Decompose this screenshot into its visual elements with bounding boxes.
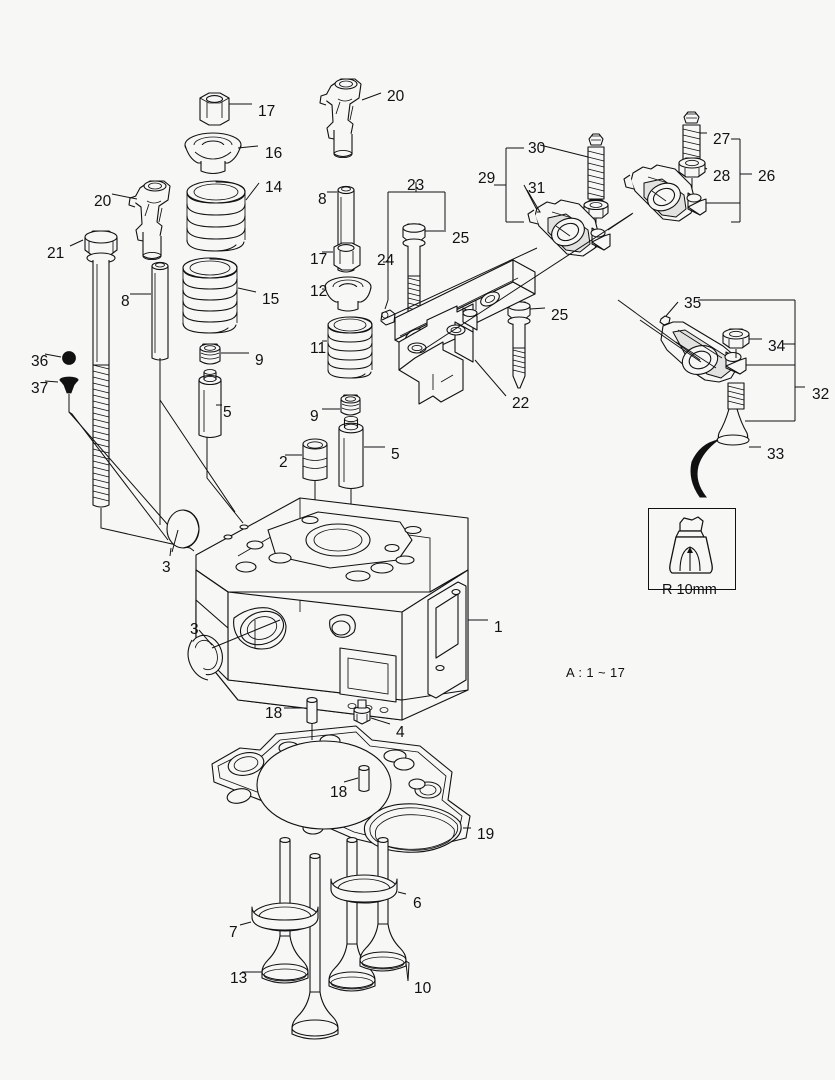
part-17-cotter-top [199, 92, 252, 126]
part-18-dowel-pin-upper [284, 697, 318, 725]
callout-number-29: 29 [478, 170, 496, 187]
rocker-arm-right-26 [623, 164, 740, 222]
callout-number-24: 24 [377, 252, 395, 269]
callout-number-18: 18 [265, 705, 283, 722]
part-24-rocker-shaft-pin [380, 299, 396, 326]
callout-number-27: 27 [713, 131, 731, 148]
part-20-rocker-arm-bracket-left [111, 180, 171, 261]
bracket-29 [494, 147, 524, 223]
callout-number-1: 1 [494, 619, 503, 636]
part-21-head-bolt [69, 230, 195, 552]
detail-box-r10mm [648, 508, 736, 590]
callout-number-17: 17 [310, 251, 328, 268]
part-36-ball [44, 351, 76, 365]
bracket-26 [731, 138, 752, 223]
callout-number-5: 5 [391, 446, 400, 463]
part-12-valve-spring-retainer [322, 276, 372, 312]
part-14-valve-spring-outer-upper [186, 180, 260, 252]
part-5-valve-guide-center [338, 415, 385, 540]
callout-number-11: 11 [310, 340, 327, 357]
part-37-washer [44, 376, 169, 541]
callout-number-10: 10 [414, 980, 432, 997]
part-20-rocker-arm-bracket-top [319, 78, 382, 159]
callout-number-13: 13 [230, 970, 248, 987]
callout-number-2: 2 [279, 454, 288, 471]
part-34-lock-nut [722, 328, 762, 358]
callout-number-22: 22 [512, 395, 530, 412]
callout-number-5: 5 [223, 404, 232, 421]
callout-number-8: 8 [121, 293, 130, 310]
callout-number-15: 15 [262, 291, 280, 308]
callout-number-9: 9 [310, 408, 319, 425]
callout-number-21: 21 [47, 245, 65, 262]
detail-box-label: R 10mm [662, 582, 717, 598]
part-30-nut [583, 199, 609, 248]
part-8-push-rod-left [130, 261, 169, 525]
callout-number-3: 3 [162, 559, 171, 576]
callout-number-6: 6 [413, 895, 422, 912]
bracket-23-24 [383, 182, 446, 300]
callout-number-20: 20 [94, 193, 112, 210]
callout-number-30: 30 [528, 140, 546, 157]
part-18-dowel-pin-gasket [343, 765, 370, 793]
callout-number-16: 16 [265, 145, 283, 162]
part-31-rocker-arm [523, 184, 611, 257]
callout-number-23: 23 [407, 177, 425, 194]
bracket-32 [700, 299, 805, 422]
callout-number-32: 32 [812, 386, 830, 403]
callout-number-25: 25 [452, 230, 470, 247]
callout-number-19: 19 [477, 826, 495, 843]
callout-number-37: 37 [31, 380, 49, 397]
part-3-plug-upper [166, 509, 200, 557]
callout-number-31: 31 [528, 180, 546, 197]
part-25-rocker-shaft-bolt-upper [402, 223, 446, 336]
part-19-cylinder-head-gasket [211, 724, 471, 853]
part-3-plug-lower [187, 619, 281, 681]
part-4-nozzle-fitting [353, 699, 391, 725]
part-16-spring-retainer [184, 132, 259, 175]
part-35-clip [659, 299, 700, 326]
part-33-valve-cap [690, 382, 761, 498]
part-1-cylinder-head [195, 497, 488, 721]
part-27-adjusting-screw [682, 111, 707, 168]
callout-number-4: 4 [396, 724, 405, 741]
part-22-rocker-shaft-support [398, 303, 507, 405]
part-9-valve-stem-seal-center [322, 394, 361, 416]
part-2-valve-guide-short [285, 438, 328, 560]
part-5-valve-guide-left [198, 369, 222, 470]
callout-number-7: 7 [229, 924, 238, 941]
callout-number-9: 9 [255, 352, 264, 369]
part-25-rocker-shaft-bolt-lower [507, 301, 546, 389]
part-11-valve-spring-inner [322, 316, 373, 379]
callout-number-35: 35 [684, 295, 702, 312]
callout-number-25: 25 [551, 307, 569, 324]
part-32-rocker-arm-assembly [617, 299, 747, 383]
callout-number-28: 28 [713, 168, 731, 185]
callout-number-36: 36 [31, 353, 49, 370]
part-9-valve-stem-seal-left [199, 343, 249, 365]
callout-number-12: 12 [310, 283, 328, 300]
part-17-cotter-center [322, 242, 361, 271]
callout-number-14: 14 [265, 179, 283, 196]
callout-number-17: 17 [258, 103, 276, 120]
callout-number-26: 26 [758, 168, 776, 185]
part-28-lock-nut [678, 157, 708, 210]
callout-number-34: 34 [768, 338, 786, 355]
part-30-adjusting-screw [539, 133, 605, 200]
part-15-valve-spring-outer-lower [182, 257, 257, 334]
callout-number-20: 20 [387, 88, 405, 105]
callout-number-33: 33 [767, 446, 785, 463]
callout-number-18: 18 [330, 784, 348, 801]
callout-number-8: 8 [318, 191, 327, 208]
callout-number-3: 3 [190, 621, 199, 638]
valve-train-bottom [239, 837, 410, 1040]
group-note-a: A : 1 ~ 17 [566, 665, 626, 680]
